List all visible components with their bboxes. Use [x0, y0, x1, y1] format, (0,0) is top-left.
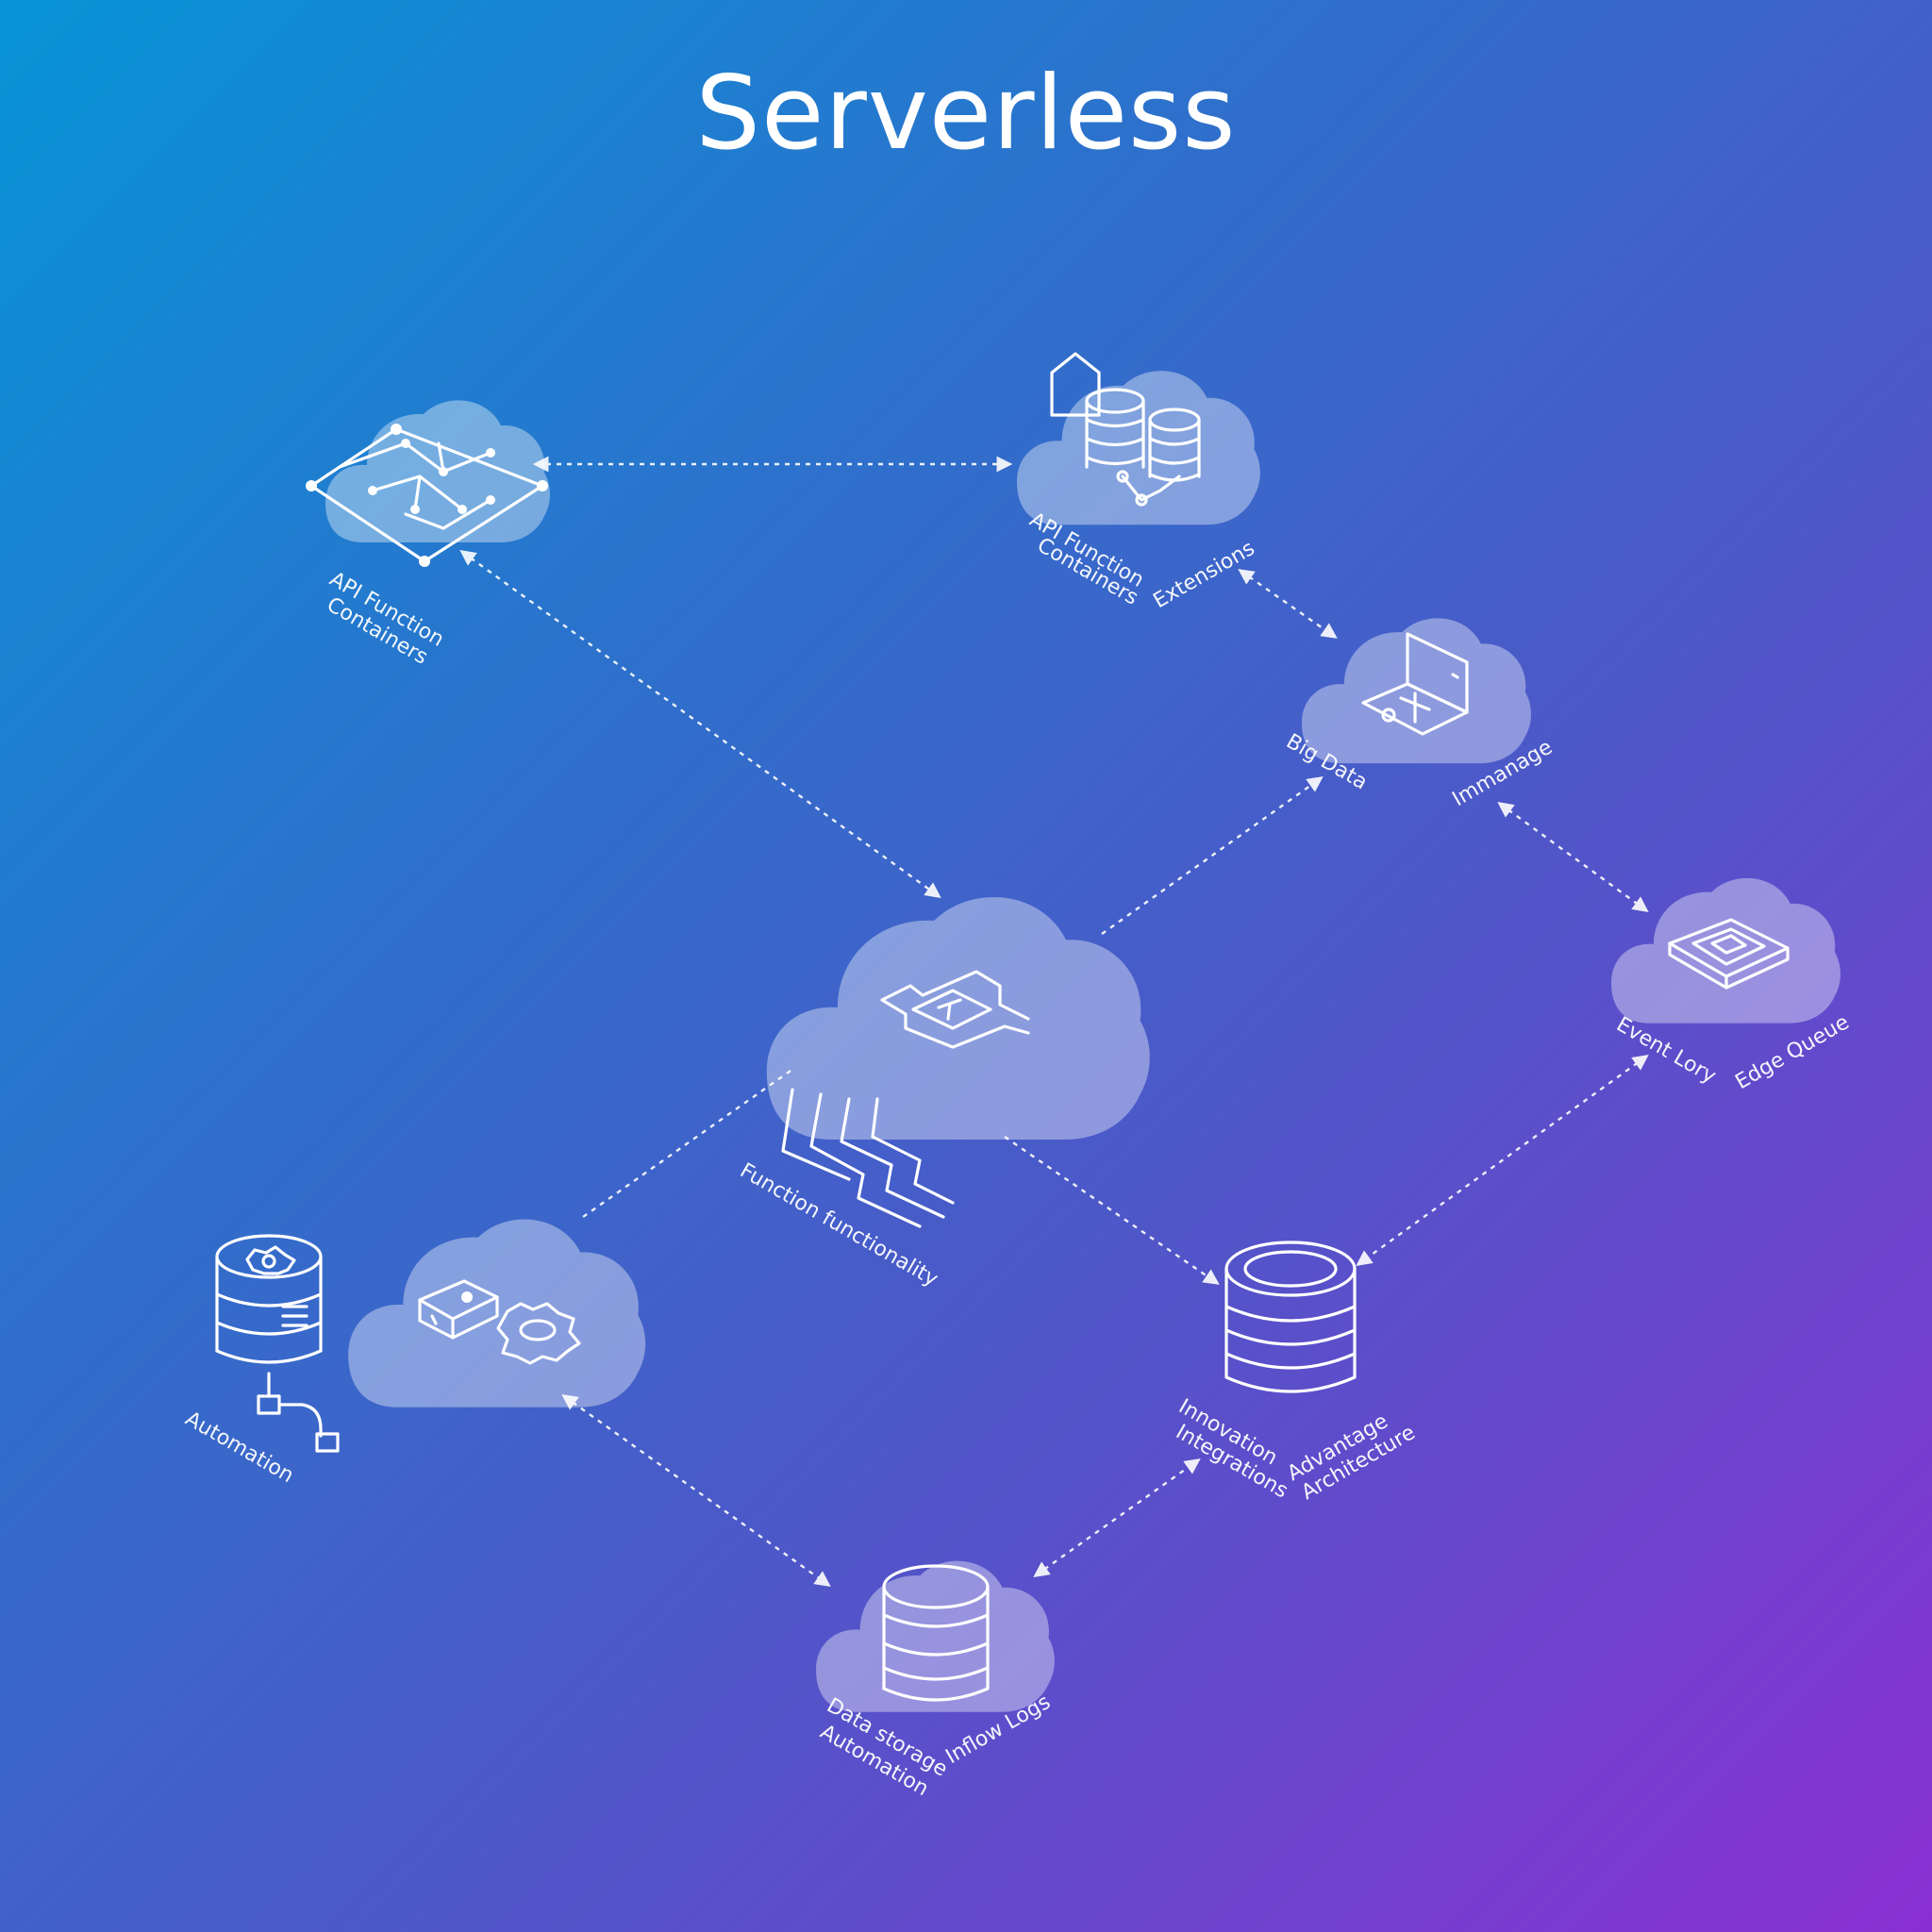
page-title: Serverless: [695, 55, 1237, 173]
node-compute-tools[interactable]: [348, 1219, 646, 1407]
edge-api-to-function: [459, 550, 941, 898]
edge-function-to-tools: [582, 1070, 791, 1218]
node-storage-db[interactable]: Innovation Integrations Advantage Archit…: [1172, 1241, 1420, 1505]
node-event-queue[interactable]: Event Lory Edge Queue: [1611, 877, 1854, 1094]
edge-event-to-storage: [1356, 1055, 1649, 1266]
node-event-queue-label-1: Event Lory: [1612, 1013, 1720, 1089]
database-gear-icon: [215, 1234, 340, 1453]
database-cylinder-icon: [882, 1564, 990, 1702]
edge-tools-to-lake: [561, 1394, 831, 1587]
edge-function-to-storage: [1004, 1136, 1220, 1285]
node-code-storage[interactable]: Big Data Immanage: [1282, 618, 1557, 811]
node-data-services[interactable]: API Function Containers Extensions: [1017, 352, 1260, 613]
circuit-traces-icon: [781, 1088, 955, 1228]
edge-function-to-code: [1101, 776, 1324, 935]
circuit-network-icon: [306, 424, 548, 567]
laptop-code-icon: [1361, 632, 1469, 736]
node-event-queue-label-2: Edge Queue: [1732, 1010, 1854, 1094]
node-automation[interactable]: Automation: [181, 1234, 340, 1489]
edge-code-to-event: [1497, 802, 1649, 912]
chip-layer-icon: [1668, 918, 1790, 990]
edge-data-to-code: [1238, 569, 1338, 639]
database-icon: [1224, 1241, 1357, 1393]
node-automation-label: Automation: [181, 1407, 297, 1489]
node-function-core[interactable]: Function functionality: [736, 897, 1150, 1291]
node-function-core-label: Function functionality: [736, 1159, 941, 1292]
node-api-gateway[interactable]: API Function Containers: [306, 400, 550, 670]
toolbox-gear-icon: [418, 1279, 581, 1365]
node-data-lake[interactable]: Data storage Automation Inflow Logs: [816, 1560, 1055, 1802]
connections: [459, 456, 1649, 1587]
node-data-services-label-3: Extensions: [1150, 537, 1259, 613]
function-connector-icon: [880, 970, 1030, 1049]
database-stack-icon: [1050, 352, 1201, 507]
edge-lake-to-storage: [1033, 1458, 1201, 1577]
